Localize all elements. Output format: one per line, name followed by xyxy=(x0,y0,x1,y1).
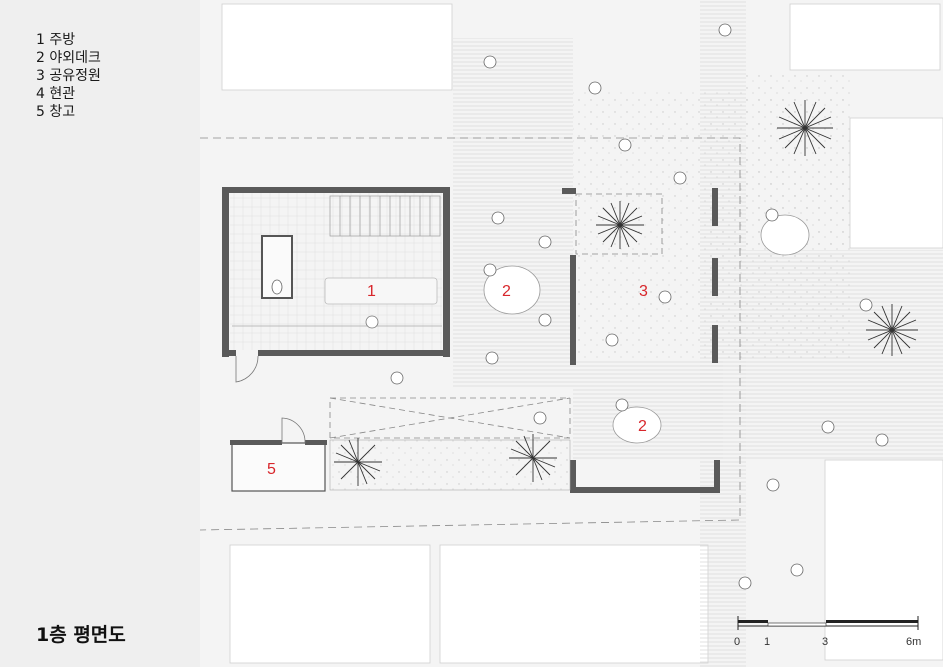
scale-bar: 0 1 3 6m xyxy=(734,616,921,648)
garden-wall xyxy=(570,255,576,365)
scale-label-1: 1 xyxy=(764,636,770,648)
entrance-door xyxy=(235,355,259,383)
legend-item-outdoor-deck: 2 야외데크 xyxy=(36,50,101,66)
room-label-garden: 3 xyxy=(639,283,648,300)
deck-table xyxy=(483,214,810,444)
planter xyxy=(329,439,571,491)
legend-item-kitchen: 1 주방 xyxy=(36,32,76,48)
room-label-deck-lower: 2 xyxy=(638,418,647,435)
room-label-kitchen: 1 xyxy=(367,283,376,300)
legend-item-shared-garden: 3 공유정원 xyxy=(36,68,101,84)
site-boundary xyxy=(199,137,741,531)
deck-zone xyxy=(453,38,573,388)
building-block-top-right xyxy=(789,3,941,71)
building-block-bottom-right xyxy=(824,459,943,661)
stairs xyxy=(329,195,441,237)
building-block-bottom-mid xyxy=(439,544,709,664)
toilet xyxy=(271,279,283,295)
legend-item-storage: 5 창고 xyxy=(36,104,76,120)
storage-room xyxy=(231,442,326,492)
scale-label-3: 3 xyxy=(822,636,828,648)
kitchen-island xyxy=(324,277,438,305)
lower-deck-wall xyxy=(570,460,720,493)
plan-title: 1층 평면도 xyxy=(36,624,126,646)
scale-label-0: 0 xyxy=(734,636,740,648)
storage-door xyxy=(281,417,306,444)
room-label-storage: 5 xyxy=(267,461,276,478)
kitchen-walls xyxy=(222,187,450,357)
pergola-post xyxy=(712,258,718,296)
building-block-bottom-left xyxy=(229,544,431,664)
scale-label-6m: 6m xyxy=(906,636,921,648)
person-icon xyxy=(390,23,889,590)
tree-icon xyxy=(334,100,918,486)
pergola-post xyxy=(712,325,718,363)
building-block-mid-right xyxy=(849,117,943,249)
pergola-outline xyxy=(329,193,663,439)
sink xyxy=(365,315,379,329)
legend-item-entrance: 4 현관 xyxy=(36,86,76,102)
room-legend: 1 주방 2 야외데크 3 공유정원 4 현관 5 창고 xyxy=(36,31,101,121)
pergola-post xyxy=(712,188,718,226)
building-block-top-left xyxy=(221,3,453,91)
room-label-deck-upper: 2 xyxy=(502,283,511,300)
